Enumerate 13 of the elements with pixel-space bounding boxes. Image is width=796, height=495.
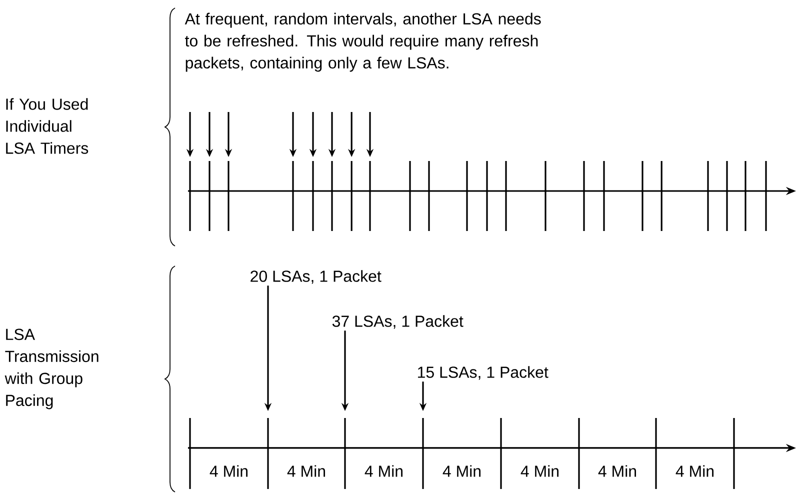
- interval-label: 4 Min: [442, 465, 480, 477]
- row-label: If You Used Individual LSA Timers: [6, 98, 88, 154]
- interval-label: 4 Min: [210, 465, 248, 477]
- interval-label: 4 Min: [520, 465, 558, 477]
- description-text: At frequent, random intervals, another LSA needs to be refreshed. This would require many refresh packets, containing only a few LSAs.: [184, 12, 541, 72]
- interval-label: 4 Min: [364, 465, 402, 477]
- packet-label: 15 LSAs, 1 Packet: [418, 366, 548, 380]
- interval-label: 4 Min: [287, 465, 325, 477]
- packet-label: 37 LSAs, 1 Packet: [332, 315, 464, 329]
- interval-label: 4 Min: [676, 465, 714, 477]
- packet-label: 20 LSAs, 1 Packet: [250, 270, 382, 284]
- row-label: LSA Transmission with Group Pacing: [4, 328, 98, 410]
- interval-label: 4 Min: [598, 465, 636, 477]
